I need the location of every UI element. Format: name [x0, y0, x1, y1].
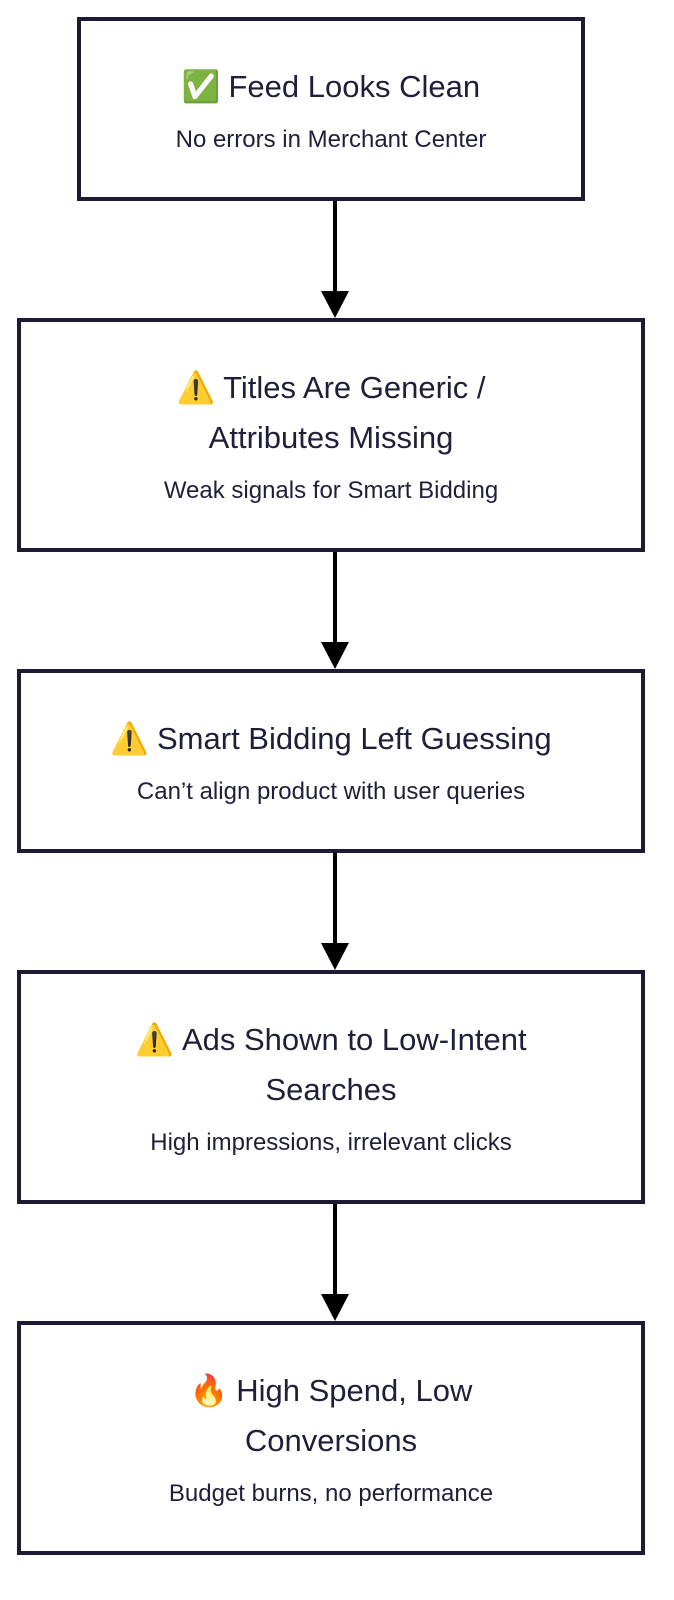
- node-smart-bidding-guessing: ⚠️Smart Bidding Left Guessing Can’t alig…: [17, 669, 645, 853]
- node-title-line: Titles Are Generic /: [223, 370, 486, 405]
- fire-icon: 🔥: [189, 1373, 229, 1409]
- node-subtitle: High impressions, irrelevant clicks: [150, 1129, 512, 1156]
- flow-arrow: [320, 1204, 350, 1321]
- flow-arrow: [320, 552, 350, 669]
- node-title-line: High Spend, Low: [236, 1373, 473, 1408]
- node-subtitle: Weak signals for Smart Bidding: [163, 477, 499, 504]
- node-title-line: Ads Shown to Low-Intent: [181, 1022, 527, 1057]
- check-mark-icon: ✅: [181, 69, 221, 105]
- node-title-line: Smart Bidding Left Guessing: [157, 721, 552, 756]
- node-feed-looks-clean: ✅Feed Looks Clean No errors in Merchant …: [77, 17, 585, 201]
- node-title: ⚠️Titles Are Generic / Attributes Missin…: [166, 363, 495, 463]
- node-subtitle: Can’t align product with user queries: [136, 778, 526, 805]
- node-title: 🔥High Spend, Low Conversions: [180, 1366, 483, 1466]
- node-titles-generic: ⚠️Titles Are Generic / Attributes Missin…: [17, 318, 645, 552]
- node-subtitle: No errors in Merchant Center: [175, 126, 487, 153]
- node-title-line: Conversions: [244, 1423, 418, 1458]
- warning-icon: ⚠️: [135, 1022, 174, 1058]
- flow-arrow: [320, 201, 350, 318]
- node-high-spend-low-conversions: 🔥High Spend, Low Conversions Budget burn…: [17, 1321, 645, 1555]
- node-title: ✅Feed Looks Clean: [172, 62, 490, 112]
- warning-icon: ⚠️: [110, 721, 149, 757]
- node-title: ⚠️Ads Shown to Low-Intent Searches: [125, 1015, 536, 1115]
- warning-icon: ⚠️: [176, 370, 216, 406]
- node-title: ⚠️Smart Bidding Left Guessing: [100, 714, 561, 764]
- node-subtitle: Budget burns, no performance: [168, 1480, 494, 1507]
- node-title-line: Searches: [265, 1072, 397, 1107]
- flow-arrow: [320, 853, 350, 970]
- node-low-intent-searches: ⚠️Ads Shown to Low-Intent Searches High …: [17, 970, 645, 1204]
- node-title-line: Attributes Missing: [208, 420, 454, 455]
- node-title-line: Feed Looks Clean: [228, 69, 481, 104]
